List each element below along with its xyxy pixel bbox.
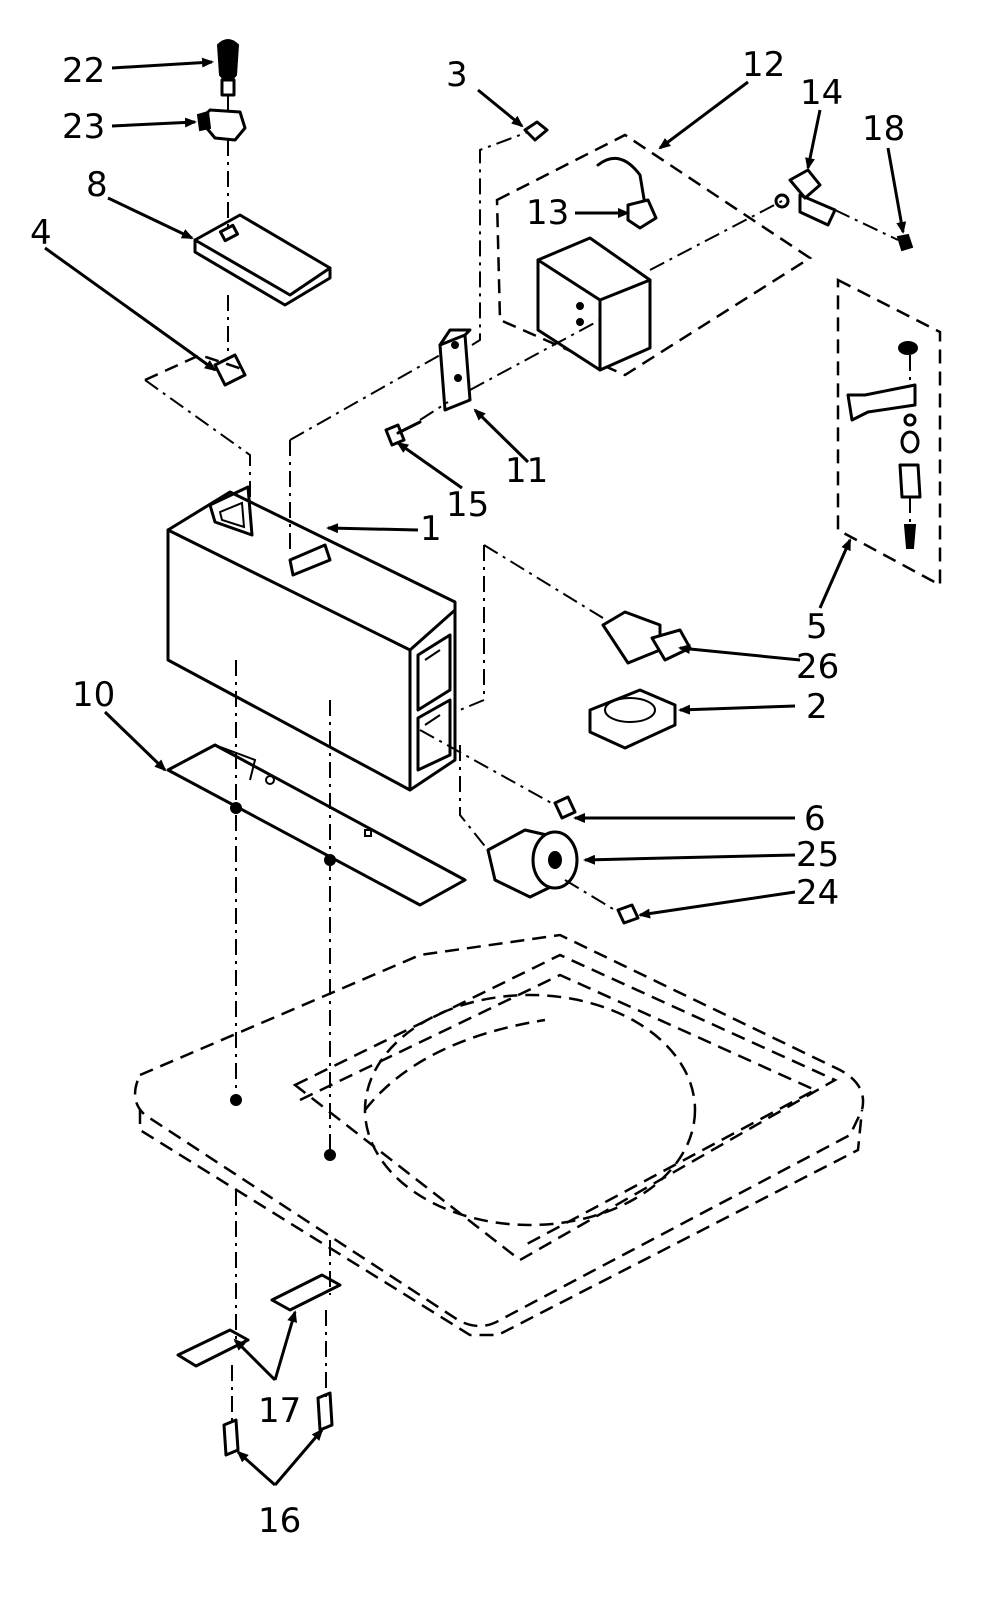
part-5-group xyxy=(836,277,942,588)
callout-22: 22 xyxy=(62,51,105,91)
console-housing xyxy=(166,485,457,792)
part-26-switch xyxy=(601,610,692,665)
callout-3: 3 xyxy=(446,55,468,95)
alignment-lines xyxy=(144,95,911,1425)
part-22-23-knob xyxy=(196,39,247,142)
part-6-screw xyxy=(553,795,577,820)
callout-2: 2 xyxy=(806,687,828,727)
callout-5: 5 xyxy=(806,607,828,647)
part-8-cover xyxy=(193,213,332,307)
part-4-clip xyxy=(144,353,247,387)
callout-16: 16 xyxy=(258,1501,301,1541)
part-2-holder xyxy=(588,688,677,750)
screw-15 xyxy=(384,420,422,447)
callout-14: 14 xyxy=(800,73,843,113)
callout-10: 10 xyxy=(72,675,115,715)
callout-24: 24 xyxy=(796,873,839,913)
part-12-timer-group xyxy=(495,133,813,377)
washer-top-outline xyxy=(133,933,865,1337)
leader-arrows xyxy=(44,57,907,1487)
callout-12: 12 xyxy=(742,45,785,85)
callout-26: 26 xyxy=(796,647,839,687)
part-24-pin xyxy=(616,903,640,925)
callout-13: 13 xyxy=(526,193,569,233)
part-14-fitting xyxy=(774,168,837,227)
callout-4: 4 xyxy=(30,213,52,253)
callout-8: 8 xyxy=(86,165,108,205)
part-25-knob xyxy=(486,828,579,899)
part-17-brackets xyxy=(176,1273,342,1368)
callout-labels: 22 23 8 4 3 12 14 18 13 11 15 1 5 26 2 1… xyxy=(30,45,905,1541)
callout-1: 1 xyxy=(420,509,442,549)
callout-25: 25 xyxy=(796,835,839,875)
callout-23: 23 xyxy=(62,107,105,147)
callout-15: 15 xyxy=(446,485,489,525)
part-18-nut xyxy=(896,233,914,252)
part-11-bracket xyxy=(438,328,472,412)
mount-points xyxy=(230,802,336,1161)
screw-3 xyxy=(523,120,549,142)
callout-17: 17 xyxy=(258,1391,301,1431)
callout-6: 6 xyxy=(804,799,826,839)
callout-18: 18 xyxy=(862,109,905,149)
callout-11: 11 xyxy=(505,451,548,491)
